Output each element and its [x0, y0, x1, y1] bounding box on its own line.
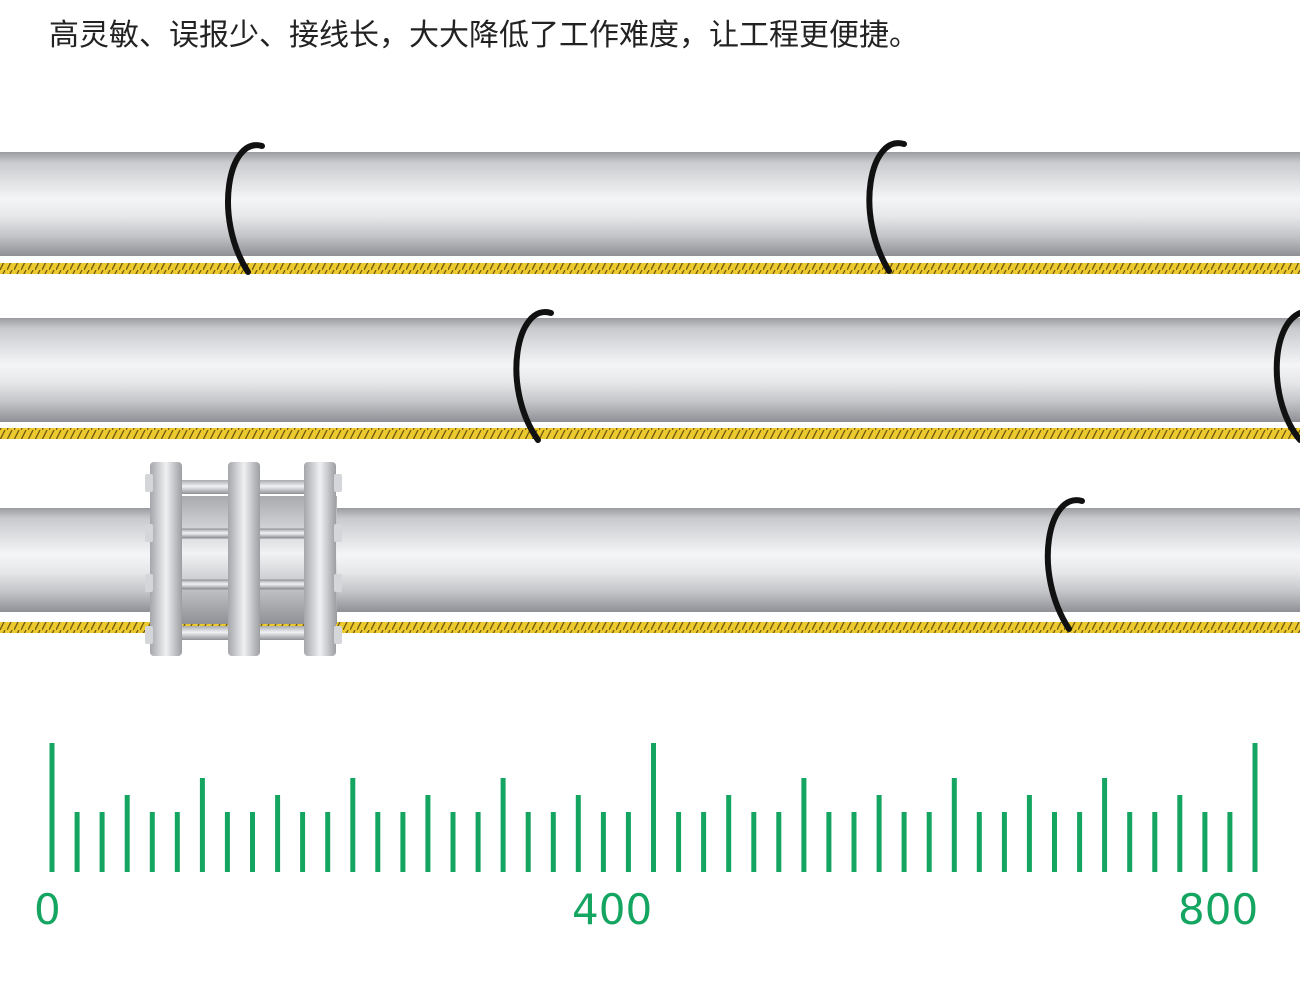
scale-tick	[224, 812, 230, 872]
scale-tick	[826, 812, 832, 872]
scale-tick	[300, 812, 306, 872]
scale-tick	[976, 812, 982, 872]
pipe-middle	[0, 309, 1300, 443]
scale-tick	[600, 812, 606, 872]
scale-tick	[350, 778, 356, 872]
cable-clip	[1273, 310, 1300, 443]
cable-clip	[1044, 497, 1085, 632]
scale-tick	[500, 778, 506, 872]
scale-tick	[99, 812, 105, 872]
scale-tick	[74, 812, 80, 872]
scale-tick	[450, 812, 456, 872]
scale-tick	[550, 812, 556, 872]
scale-tick	[625, 812, 631, 872]
scale-tick	[575, 795, 581, 872]
scale-tick	[951, 778, 957, 872]
scale-tick	[1127, 812, 1133, 872]
scale-tick	[1102, 778, 1108, 872]
scale-label-800: 800	[1178, 885, 1259, 934]
scale-tick	[1227, 812, 1233, 872]
scale-tick	[149, 812, 155, 872]
scale-label-400: 400	[572, 885, 653, 934]
scale-tick	[124, 795, 130, 872]
headline-text: 高灵敏、误报少、接线长，大大降低了工作难度，让工程更便捷。	[49, 18, 919, 53]
scale-tick	[1252, 743, 1258, 872]
scale-tick	[1202, 812, 1208, 872]
scale-tick	[1177, 795, 1183, 872]
cable-clip	[225, 142, 265, 275]
scale-tick	[726, 795, 732, 872]
scale-tick	[1001, 812, 1007, 872]
distance-scale	[49, 743, 1258, 872]
scale-tick	[776, 812, 782, 872]
scale-tick	[651, 743, 656, 872]
scale-tick	[275, 795, 281, 872]
scale-tick	[901, 812, 907, 872]
scale-tick	[325, 812, 331, 872]
scale-tick	[174, 812, 180, 872]
scale-tick	[375, 812, 381, 872]
pipe-top	[0, 140, 1300, 275]
scale-tick	[676, 812, 682, 872]
sensor-cable	[0, 263, 1300, 274]
pipe-coupling	[145, 462, 342, 656]
scale-tick	[926, 812, 932, 872]
cable-clip	[513, 309, 554, 443]
scale-tick	[701, 812, 707, 872]
scale-tick	[1077, 812, 1083, 872]
scale-tick	[851, 812, 857, 872]
scale-tick	[1152, 812, 1158, 872]
sensor-cable	[0, 428, 1300, 439]
scale-tick	[400, 812, 406, 872]
scale-tick	[1052, 812, 1057, 872]
sensor-cable	[0, 622, 1300, 633]
scale-tick	[1026, 795, 1032, 872]
cable-clip	[866, 140, 907, 274]
scale-tick	[876, 795, 882, 872]
scale-tick	[525, 812, 531, 872]
scale-tick	[751, 812, 757, 872]
scale-label-0: 0	[34, 885, 61, 934]
scale-tick	[801, 778, 807, 872]
scale-tick	[49, 743, 55, 872]
scale-tick	[199, 778, 205, 872]
scale-tick	[425, 795, 431, 872]
scale-tick	[475, 812, 481, 872]
pipe-bottom	[0, 462, 1300, 656]
scale-tick	[250, 812, 255, 872]
